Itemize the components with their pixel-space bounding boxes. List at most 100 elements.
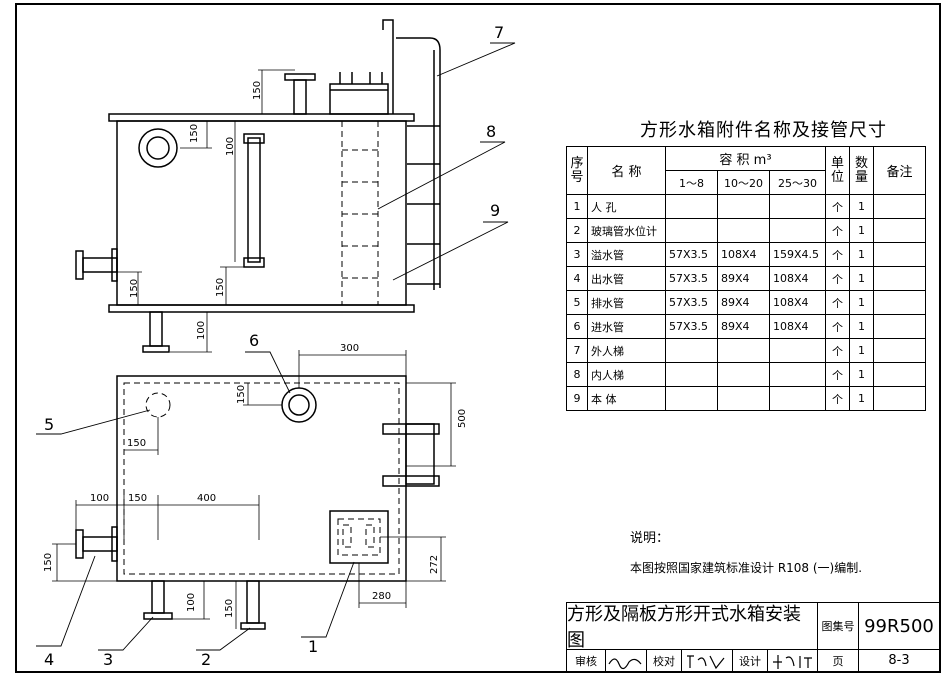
page-label: 页 — [817, 649, 859, 672]
cell-qty: 1 — [849, 314, 874, 339]
cell-v3: 159X4.5 — [769, 242, 826, 267]
cell-qty: 1 — [849, 290, 874, 315]
header-seq: 序号 — [566, 146, 588, 195]
dim-150-inlet: 150 — [236, 385, 247, 404]
header-vol-2: 10～20 — [717, 170, 770, 195]
header-name: 名 称 — [587, 146, 666, 195]
cell-v2 — [717, 338, 770, 363]
top-flange — [108, 113, 415, 122]
cell-qty: 1 — [849, 386, 874, 411]
cell-remark — [873, 362, 926, 387]
cell-v1 — [665, 338, 718, 363]
cell-v3 — [769, 194, 826, 219]
dim-100-outlet: 100 — [90, 493, 109, 504]
front-view — [75, 19, 441, 353]
callout-2: 2 — [201, 650, 211, 669]
cell-name: 外人梯 — [587, 338, 666, 363]
dim-150-left: 150 — [128, 493, 147, 504]
header-vol-3: 25～30 — [769, 170, 826, 195]
cell-v1 — [665, 194, 718, 219]
front-view-dim-text: 150 150 100 150 150 100 — [129, 81, 263, 340]
review-signature-mark — [608, 657, 642, 669]
overflow-pipe-plan — [151, 580, 165, 614]
cell-unit: 个 — [825, 314, 850, 339]
callout-3: 3 — [103, 650, 113, 669]
cell-v3: 108X4 — [769, 290, 826, 315]
notes-text: 本图按照国家建筑标准设计 R108 (一)编制. — [630, 561, 863, 575]
review-signature — [605, 649, 647, 672]
drain-pipe-bottom — [149, 311, 163, 347]
atlas-label: 图集号 — [817, 602, 859, 650]
cell-no: 1 — [566, 194, 588, 219]
cell-v1 — [665, 386, 718, 411]
tank-body-front — [116, 120, 407, 306]
cell-v2 — [717, 218, 770, 243]
external-ladder — [382, 19, 441, 290]
cell-remark — [873, 242, 926, 267]
cell-no: 2 — [566, 218, 588, 243]
review-label: 审核 — [566, 649, 606, 672]
design-signature — [767, 649, 818, 672]
callout-9: 9 — [490, 201, 500, 220]
table-header-row: 序号 名 称 容 积 m³ 单位 数量 备注 — [566, 146, 926, 195]
plan-hidden-lines — [123, 382, 400, 575]
cell-name: 玻璃管水位计 — [587, 218, 666, 243]
cell-v1 — [665, 362, 718, 387]
table-title: 方形水箱附件名称及接管尺寸 — [640, 120, 887, 141]
plan-view-dimensions — [52, 350, 456, 629]
notes-heading: 说明： — [630, 531, 670, 546]
cell-remark — [873, 386, 926, 411]
atlas-number: 99R500 — [858, 602, 940, 650]
dim-150-top: 150 — [252, 81, 263, 100]
drain-pipe-plan — [246, 580, 260, 624]
dim-150-gauge-bottom: 150 — [215, 278, 226, 297]
cell-v2 — [717, 194, 770, 219]
cell-no: 6 — [566, 314, 588, 339]
callout-numbers: 1 2 3 4 5 6 7 8 9 — [44, 23, 504, 669]
cell-unit: 个 — [825, 194, 850, 219]
cell-v1: 57X3.5 — [665, 242, 718, 267]
cell-v1: 57X3.5 — [665, 266, 718, 291]
cell-no: 8 — [566, 362, 588, 387]
accessory-table: 序号 名 称 容 积 m³ 单位 数量 备注 1～8 10～20 25～30 1… — [566, 146, 926, 411]
dim-150-overflow: 150 — [189, 124, 200, 143]
cell-unit: 个 — [825, 338, 850, 363]
cell-v1 — [665, 218, 718, 243]
callout-8: 8 — [486, 122, 496, 141]
cell-v3 — [769, 338, 826, 363]
cell-no: 3 — [566, 242, 588, 267]
inlet-pipe-plan — [281, 387, 317, 423]
cell-v2: 108X4 — [717, 242, 770, 267]
header-vol-1: 1～8 — [665, 170, 718, 195]
cell-remark — [873, 218, 926, 243]
header-remark: 备注 — [873, 146, 926, 195]
cell-unit: 个 — [825, 218, 850, 243]
cell-no: 9 — [566, 386, 588, 411]
cell-name: 本 体 — [587, 386, 666, 411]
cell-no: 5 — [566, 290, 588, 315]
cell-unit: 个 — [825, 266, 850, 291]
cell-v3 — [769, 218, 826, 243]
cell-qty: 1 — [849, 194, 874, 219]
dim-272: 272 — [429, 555, 440, 574]
callout-5: 5 — [44, 415, 54, 434]
cell-v2: 89X4 — [717, 290, 770, 315]
table-subheader-row: 1～8 10～20 25～30 — [567, 170, 926, 195]
cell-name: 出水管 — [587, 266, 666, 291]
cell-v3 — [769, 362, 826, 387]
cell-qty: 1 — [849, 218, 874, 243]
cell-name: 溢水管 — [587, 242, 666, 267]
cell-remark — [873, 338, 926, 363]
cell-qty: 1 — [849, 338, 874, 363]
cell-v3: 108X4 — [769, 266, 826, 291]
sheet-border — [15, 3, 941, 673]
bottom-flange — [108, 304, 415, 313]
dim-100-overflow: 100 — [186, 593, 197, 612]
cell-remark — [873, 290, 926, 315]
